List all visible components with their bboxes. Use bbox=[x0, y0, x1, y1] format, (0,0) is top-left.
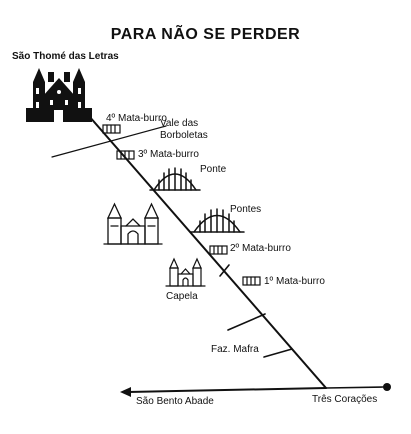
mata-burro-3-icon bbox=[116, 150, 135, 160]
capela-label: Capela bbox=[166, 291, 198, 302]
farm-road-upper bbox=[227, 313, 266, 331]
capela-icon bbox=[165, 257, 206, 287]
east-road bbox=[325, 386, 384, 389]
vale-borboletas-label: Vale das Borboletas bbox=[160, 118, 208, 141]
sao-thome-church-windows bbox=[36, 88, 81, 122]
mata-burro-1-icon bbox=[242, 276, 261, 286]
sao-bento-abade-label: São Bento Abade bbox=[136, 396, 214, 407]
mata-burro-2-label: 2º Mata-burro bbox=[230, 243, 291, 254]
tres-coracoes-dot bbox=[383, 383, 391, 391]
mata-burro-4-label: 4º Mata-burro bbox=[106, 113, 167, 124]
mata-burro-4-icon bbox=[102, 124, 121, 134]
mata-burro-1-label: 1º Mata-burro bbox=[264, 276, 325, 287]
faz-mafra-label: Faz. Mafra bbox=[211, 344, 259, 355]
farm-road-lower bbox=[263, 348, 293, 358]
bridge-icon bbox=[149, 167, 201, 191]
ponte-label: Ponte bbox=[200, 164, 227, 175]
road-tick-2 bbox=[219, 264, 230, 277]
main-road bbox=[81, 107, 327, 389]
pontes-label: Pontes bbox=[230, 204, 262, 215]
church-icon bbox=[103, 202, 163, 245]
map-title: PARA NÃO SE PERDER bbox=[110, 26, 301, 43]
mata-burro-3-label: 3º Mata-burro bbox=[138, 149, 199, 160]
arrow-head bbox=[120, 387, 131, 397]
side-road bbox=[127, 387, 327, 393]
tres-coracoes-label: Três Corações bbox=[312, 394, 378, 405]
mata-burro-2-icon bbox=[209, 245, 228, 255]
bridges-icon bbox=[189, 208, 245, 233]
valley-road bbox=[51, 125, 167, 158]
sao-thome-label: São Thomé das Letras bbox=[12, 51, 119, 62]
